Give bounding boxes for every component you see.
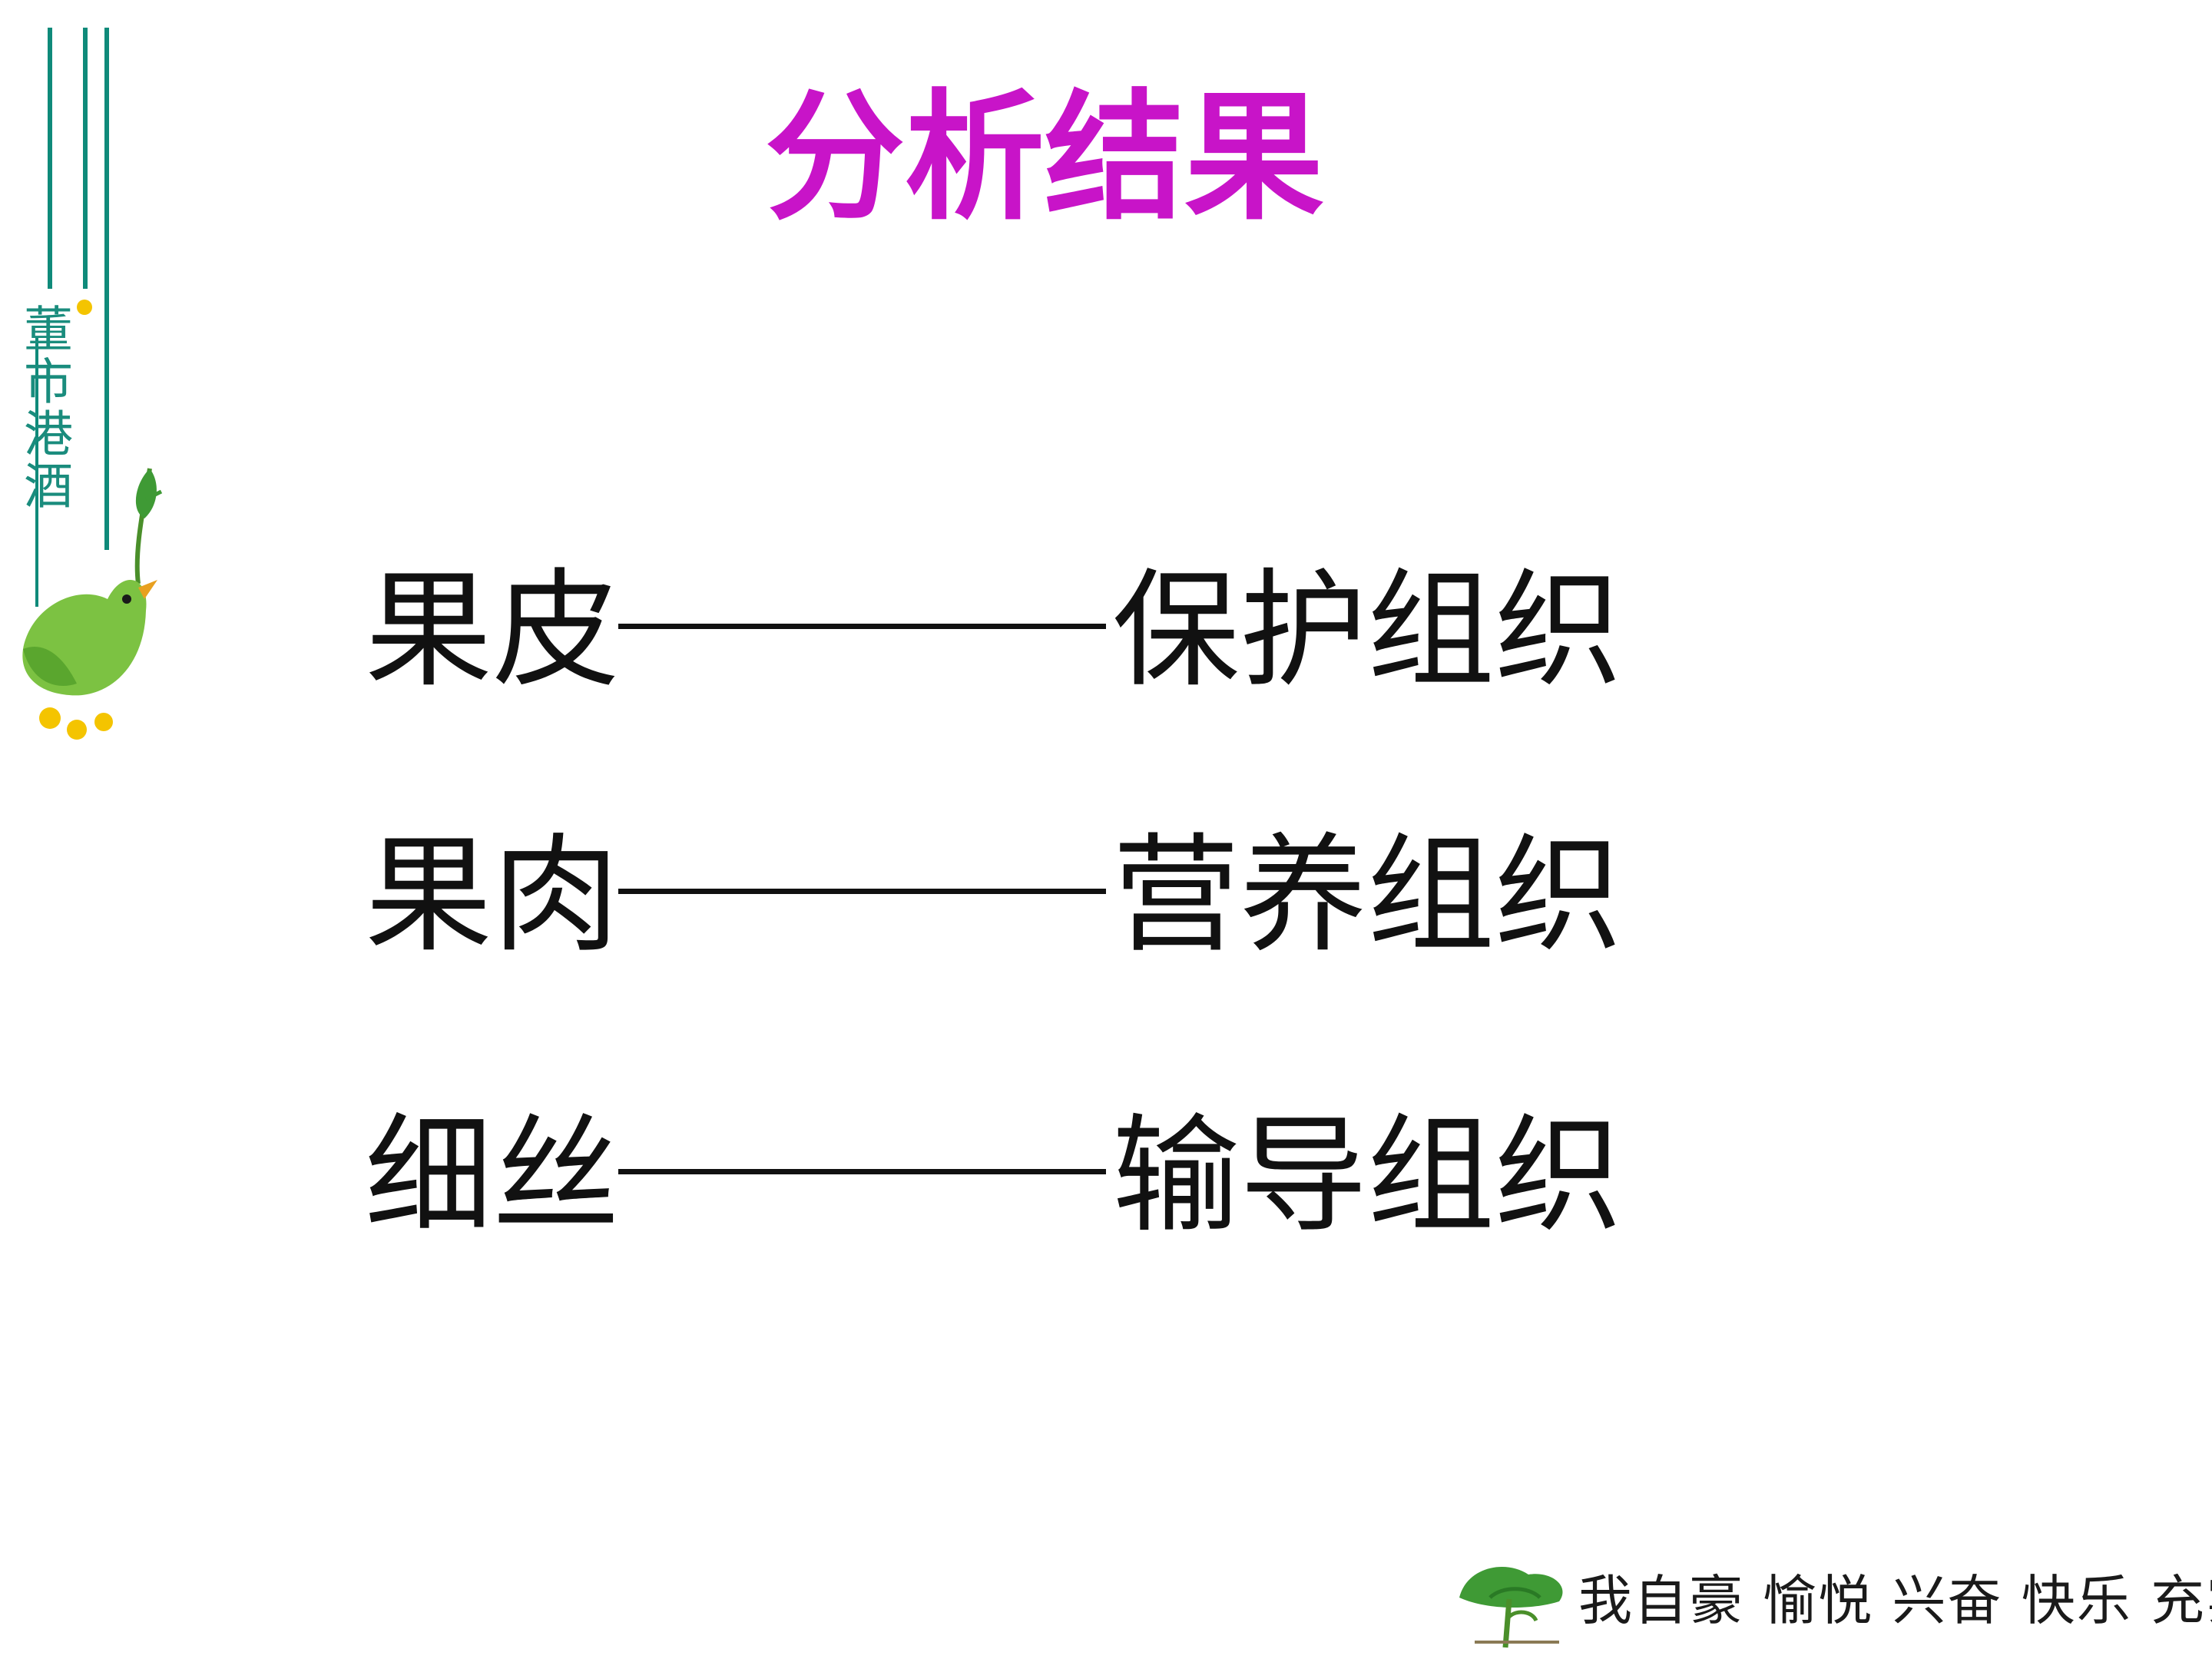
left-decoration: 董市港酒 [0, 0, 169, 768]
fruit-part: 细丝 [365, 1101, 620, 1250]
connector-line [618, 623, 1106, 629]
border-line [104, 28, 109, 550]
vertical-brand-text: 董市港酒 [15, 303, 72, 512]
border-line [83, 28, 88, 289]
fruit-part: 果皮 [365, 556, 620, 705]
tissue-row: 果肉 营养组织 [365, 806, 1622, 970]
border-line [48, 28, 52, 289]
tissue-type: 输导组织 [1112, 1101, 1622, 1250]
bird-icon [22, 468, 163, 740]
page-title: 分析结果 [765, 76, 1324, 239]
tissue-type: 营养组织 [1112, 821, 1622, 970]
connector-line [618, 1168, 1106, 1174]
slogan-text: 我自豪 愉悦 兴奋 快乐 充实 [1578, 1569, 2212, 1632]
fruit-part: 果肉 [365, 821, 620, 970]
dot-icon [77, 300, 92, 315]
tissue-type: 保护组织 [1112, 556, 1622, 705]
connector-line [618, 888, 1106, 894]
tissue-row: 细丝 输导组织 [365, 1087, 1622, 1250]
border-line [35, 338, 38, 607]
tissue-row: 果皮 保护组织 [365, 541, 1622, 705]
footer-slogan: 我自豪 愉悦 兴奋 快乐 充实 [1444, 1544, 2212, 1651]
tree-icon [1459, 1567, 1563, 1648]
